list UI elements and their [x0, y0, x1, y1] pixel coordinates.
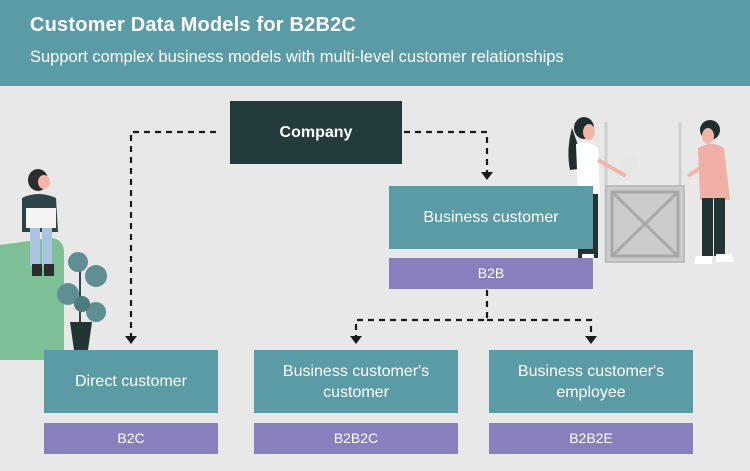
business-customer-node: Business customer	[389, 186, 593, 249]
connector-lines	[129, 130, 593, 336]
connector-b2b-split	[354, 290, 593, 336]
arrowheads	[125, 172, 597, 344]
direct-customer-node: Direct customer	[44, 350, 218, 413]
arrowhead-business	[481, 172, 493, 180]
plant-illustration	[57, 252, 107, 350]
sitting-person-illustration	[22, 169, 58, 276]
company-node: Company	[230, 101, 402, 164]
meeting-people-illustration	[568, 117, 734, 264]
business-customers-customer-node: Business customer's customer	[254, 350, 458, 413]
header-banner: Customer Data Models for B2B2C Support c…	[0, 0, 750, 86]
connector-company-business	[404, 130, 489, 172]
arrowhead-direct	[125, 336, 137, 344]
b2c-tag: B2C	[44, 423, 218, 454]
connector-company-direct	[129, 130, 216, 336]
b2b2c-tag: B2B2C	[254, 423, 458, 454]
page-subtitle: Support complex business models with mul…	[30, 48, 564, 66]
b2b-tag: B2B	[389, 258, 593, 289]
arrowhead-bce	[585, 336, 597, 344]
arrowhead-bcc	[350, 336, 362, 344]
b2b2e-tag: B2B2E	[489, 423, 693, 454]
business-customers-employee-node: Business customer's employee	[489, 350, 693, 413]
page-title: Customer Data Models for B2B2C	[30, 14, 357, 36]
